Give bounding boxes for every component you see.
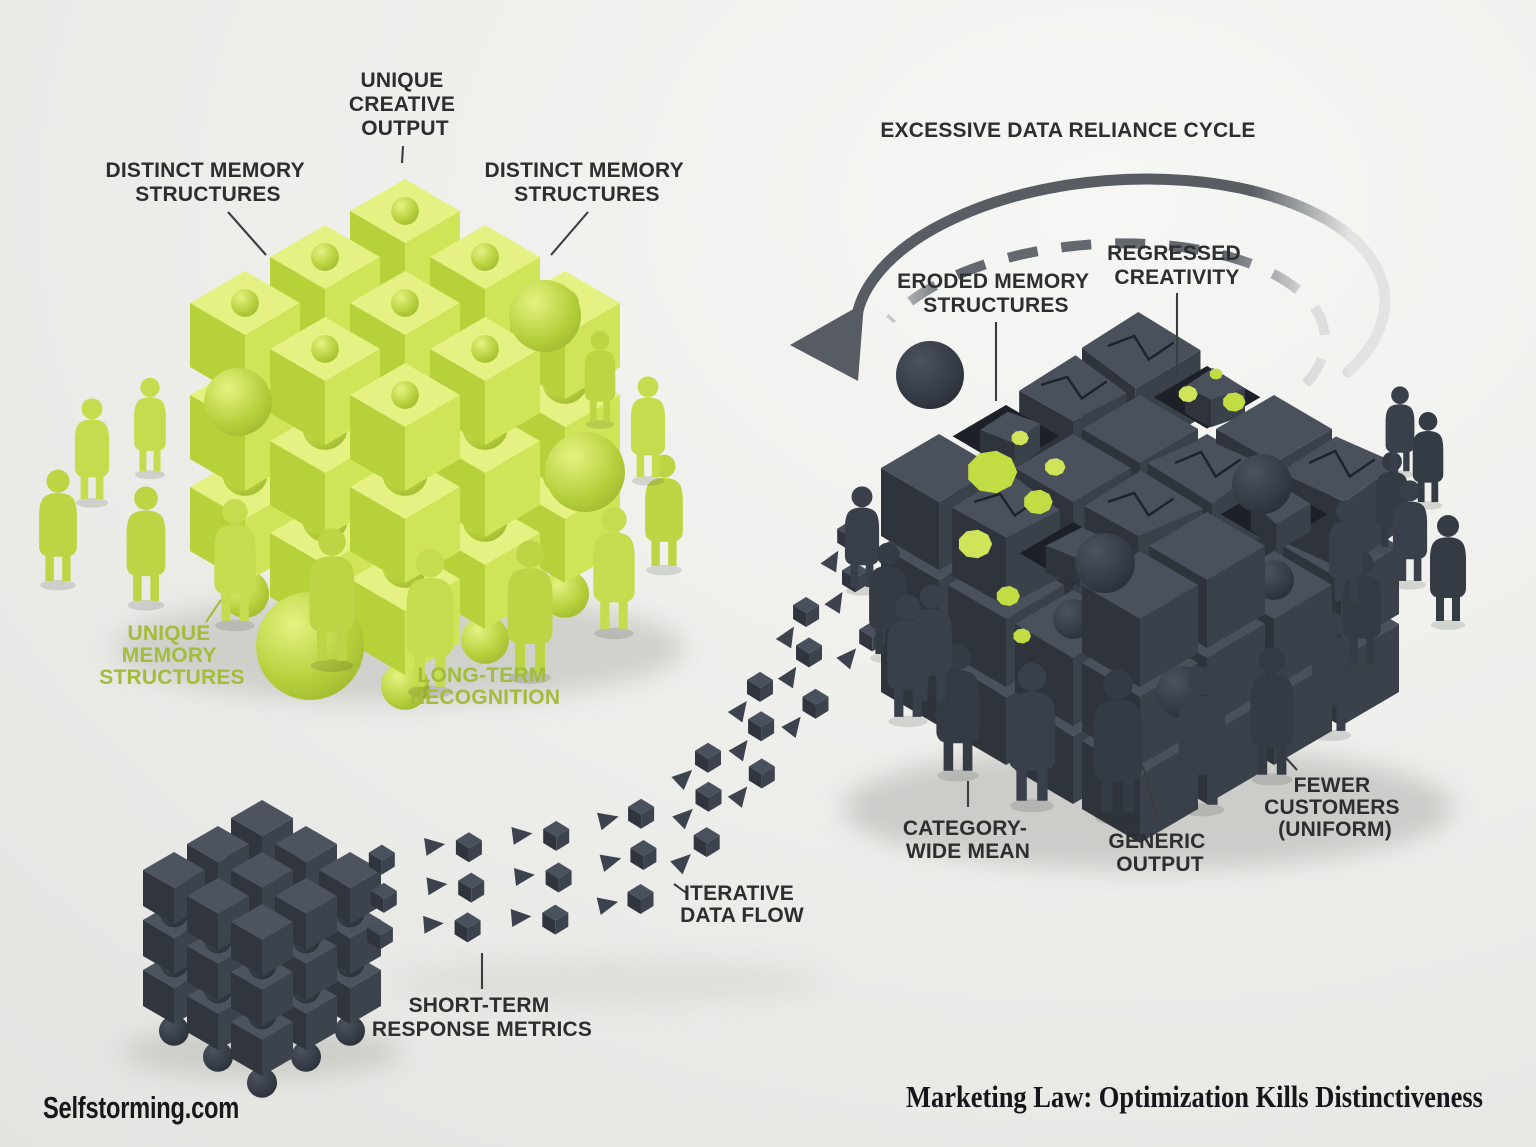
distinct-brand-cube-spheres [204,280,625,700]
pointer-unique-memory [205,599,222,623]
label-unique-memory: UNIQUE MEMORY STRUCTURES [99,622,245,689]
cycle-arrow-outer-arc [850,173,1391,378]
label-category-wide-mean: CATEGORY- WIDE MEAN [903,817,1033,863]
label-distinct-memory-left: DISTINCT MEMORY STRUCTURES [105,159,310,206]
pointer-generic-output [1141,765,1160,823]
label-distinct-memory-right: DISTINCT MEMORY STRUCTURES [484,159,689,206]
iterative-data-flow-arrows [366,520,886,950]
pointer-lines [205,145,1298,989]
label-unique-creative-output: UNIQUE CREATIVE OUTPUT [349,69,461,140]
label-long-term-recognition: LONG-TERM RECOGNITION [410,664,560,709]
annotation-labels: UNIQUE CREATIVE OUTPUT DISTINCT MEMORY S… [99,69,1406,1041]
cycle-arrow-dashed-arc [886,238,1330,388]
label-iterative-data-flow: ITERATIVE DATA FLOW [680,882,804,927]
marketing-law-caption: Marketing Law: Optimization Kills Distin… [906,1079,1483,1114]
cycle-arrow [790,173,1391,388]
brand-wordmark: Selfstorming.com [43,1090,239,1125]
label-fewer-customers: FEWER CUSTOMERS (UNIFORM) [1264,774,1406,841]
label-eroded-memory: ERODED MEMORY STRUCTURES [897,270,1095,317]
pointer-iterative-flow [673,883,689,895]
label-excessive-cycle: EXCESSIVE DATA RELIANCE CYCLE [880,119,1255,142]
pointer-unique-creative-output [400,145,405,164]
pointer-distinct-memory-right [550,211,589,256]
label-generic-output: GENERIC OUTPUT [1108,830,1211,876]
residual-creativity-blobs [958,368,1246,644]
pointer-distinct-memory-left [227,211,267,256]
label-short-term-metrics: SHORT-TERM RESPONSE METRICS [372,994,592,1041]
pointer-fewer-customers [1275,746,1298,771]
footer: Selfstorming.com Marketing Law: Optimiza… [43,1079,1483,1125]
label-regressed-creativity: REGRESSED CREATIVITY [1107,242,1247,289]
metrics-cube [143,800,381,1098]
cycle-arrowhead-icon [790,303,864,381]
